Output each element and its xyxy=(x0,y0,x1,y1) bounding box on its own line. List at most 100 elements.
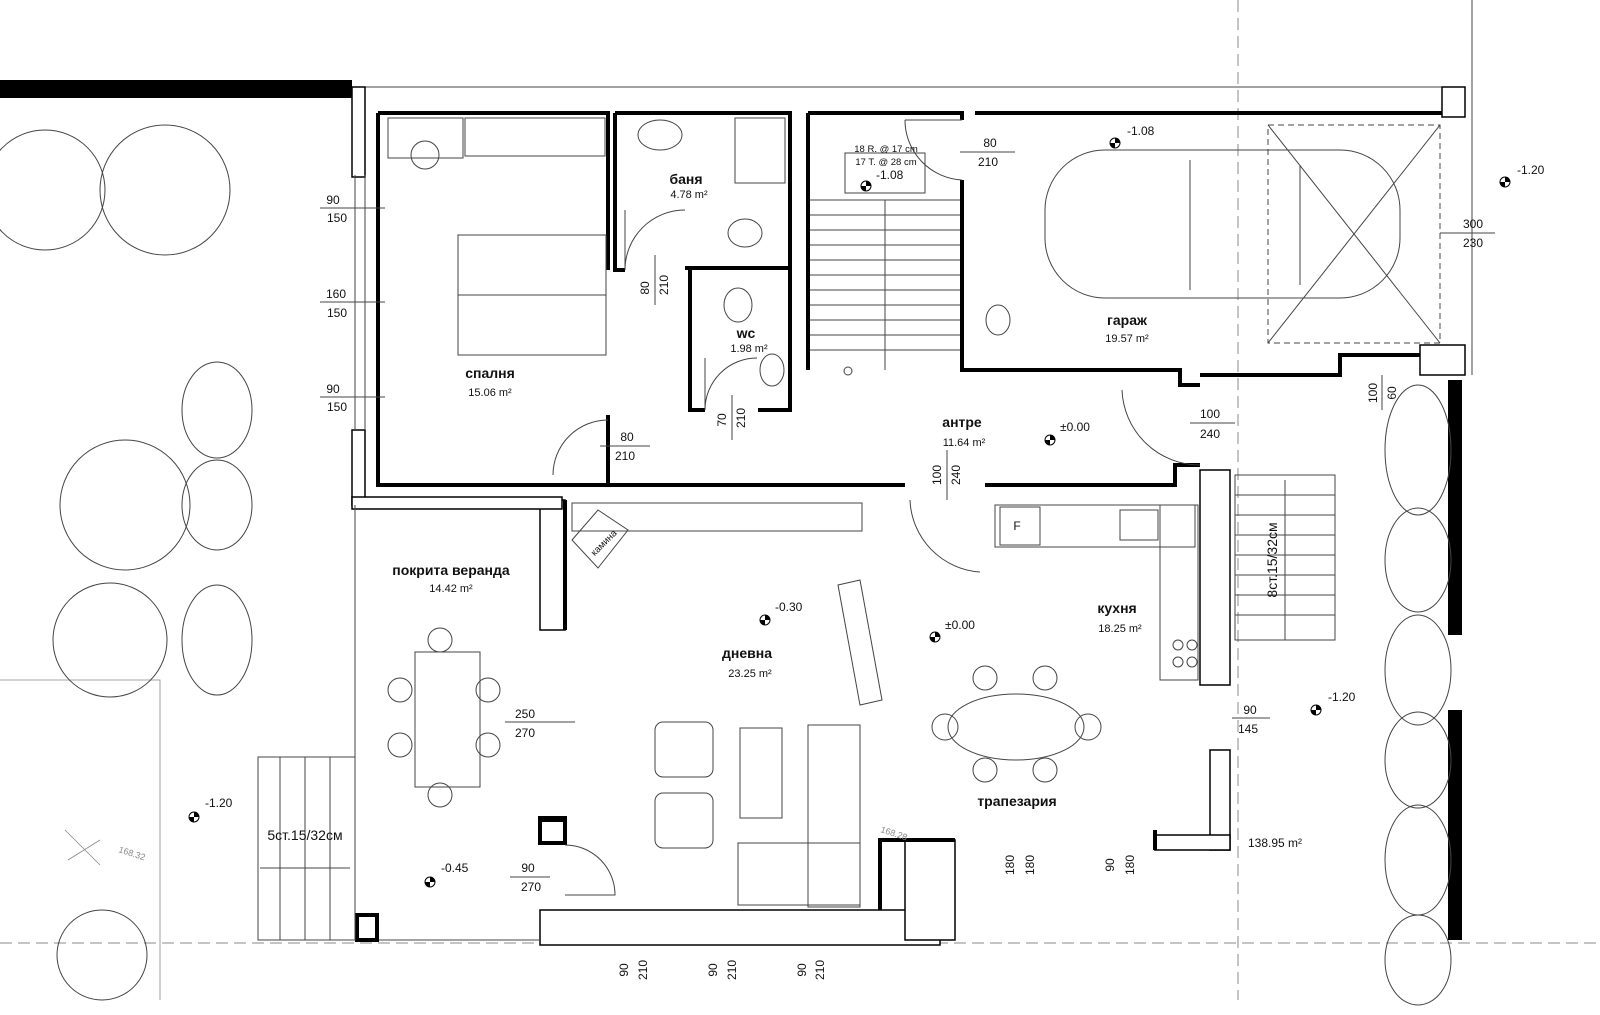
level-marker-left: -1.20 xyxy=(188,796,233,823)
door-swing xyxy=(1121,389,1201,466)
svg-text:100: 100 xyxy=(1200,407,1220,421)
door-swing xyxy=(909,499,981,573)
room-name-hall: антре xyxy=(942,414,982,430)
svg-text:160: 160 xyxy=(326,287,346,301)
svg-text:210: 210 xyxy=(657,275,671,295)
svg-text:80: 80 xyxy=(638,281,652,295)
svg-text:90: 90 xyxy=(1103,858,1117,872)
tree xyxy=(181,459,253,551)
svg-text:90: 90 xyxy=(706,963,720,977)
survey-point-1: 168.32 xyxy=(117,844,146,862)
svg-text:100: 100 xyxy=(1366,383,1380,403)
furniture xyxy=(387,117,1441,908)
tv-unit xyxy=(837,579,883,706)
svg-text:150: 150 xyxy=(327,211,347,225)
toilet xyxy=(723,287,753,323)
trees xyxy=(0,124,1452,1006)
tree xyxy=(56,909,148,1001)
fireplace xyxy=(571,509,629,569)
level-marker-right: -1.20 xyxy=(1310,690,1356,716)
svg-text:80: 80 xyxy=(620,430,634,444)
dining-table xyxy=(947,693,1085,761)
tree xyxy=(0,129,106,251)
tree xyxy=(1384,507,1452,613)
svg-text:90: 90 xyxy=(326,382,340,396)
svg-text:240: 240 xyxy=(1200,427,1220,441)
tree xyxy=(1384,711,1452,809)
svg-text:270: 270 xyxy=(515,726,535,740)
room-name-bathroom: баня xyxy=(669,171,702,187)
room-area-bathroom: 4.78 m² xyxy=(670,189,708,201)
main-staircase xyxy=(810,199,960,376)
svg-text:±0.00: ±0.00 xyxy=(1060,420,1090,434)
veranda-table xyxy=(414,651,481,788)
wardrobe xyxy=(464,117,606,157)
svg-text:-1.08: -1.08 xyxy=(1127,124,1155,138)
svg-text:270: 270 xyxy=(521,880,541,894)
level-marker-living: -0.30 xyxy=(759,600,803,626)
svg-text:210: 210 xyxy=(813,960,827,980)
tree xyxy=(181,584,253,696)
room-area-wc: 1.98 m² xyxy=(730,343,768,355)
room-area-kitchen: 18.25 m² xyxy=(1098,623,1142,635)
veranda-stair-label: 5ст.15/32см xyxy=(267,827,342,843)
svg-text:-1.20: -1.20 xyxy=(205,796,233,810)
svg-text:90: 90 xyxy=(521,861,535,875)
svg-text:180: 180 xyxy=(1023,855,1037,875)
svg-text:210: 210 xyxy=(978,155,998,169)
svg-text:210: 210 xyxy=(636,960,650,980)
stair-risers: 18 R. @ 17 cm xyxy=(854,144,918,155)
room-name-bedroom: спалня xyxy=(465,365,515,381)
level-marker-stairs: -1.08 xyxy=(860,168,904,192)
svg-text:-1.08: -1.08 xyxy=(876,168,904,182)
room-labels: спалня 15.06 m² баня 4.78 m² wc 1.98 m² … xyxy=(392,171,1149,809)
svg-text:240: 240 xyxy=(949,465,963,485)
room-name-dining: трапезария xyxy=(977,793,1056,809)
tree xyxy=(1384,914,1452,1006)
stair-treads: 17 T. @ 28 cm xyxy=(855,157,916,168)
room-area-veranda: 14.42 m² xyxy=(429,583,473,595)
tree xyxy=(1384,804,1452,916)
svg-text:180: 180 xyxy=(1003,855,1017,875)
svg-text:90: 90 xyxy=(1243,703,1257,717)
svg-text:±0.00: ±0.00 xyxy=(945,618,975,632)
tree xyxy=(52,582,168,698)
tree xyxy=(1384,384,1452,516)
shower xyxy=(734,117,786,184)
door-swing xyxy=(624,209,686,271)
room-area-living: 23.25 m² xyxy=(728,668,772,680)
kitchen-counter xyxy=(994,504,1196,548)
desk xyxy=(387,117,464,159)
svg-text:-0.45: -0.45 xyxy=(441,861,469,875)
room-name-living: дневна xyxy=(722,645,772,661)
level-marker-top-right: -1.20 xyxy=(1499,163,1545,188)
dimension-lines xyxy=(320,151,1495,878)
walls xyxy=(355,111,1442,942)
entry-staircase xyxy=(1234,474,1336,641)
door-swing xyxy=(552,419,609,476)
svg-text:145: 145 xyxy=(1238,722,1258,736)
svg-text:150: 150 xyxy=(327,400,347,414)
sofa xyxy=(807,724,861,908)
svg-text:90: 90 xyxy=(795,963,809,977)
tree xyxy=(59,439,191,571)
fridge-label: F xyxy=(1013,519,1020,533)
svg-text:90: 90 xyxy=(326,193,340,207)
svg-text:300: 300 xyxy=(1463,217,1483,231)
level-marker-hall: ±0.00 xyxy=(1044,420,1090,446)
doors xyxy=(552,119,1201,896)
coffee-table xyxy=(739,727,783,819)
room-area-hall: 11.64 m² xyxy=(943,437,986,449)
svg-text:150: 150 xyxy=(327,306,347,320)
veranda-staircase xyxy=(257,756,356,941)
room-name-wc: wc xyxy=(736,325,756,341)
entry-stair-label: 8ст.15/32см xyxy=(1264,522,1280,597)
toilet xyxy=(727,218,763,248)
door-swing xyxy=(904,119,963,181)
level-marker-veranda: -0.45 xyxy=(424,861,469,888)
svg-text:210: 210 xyxy=(615,449,635,463)
level-marker-kitchen: ±0.00 xyxy=(929,618,975,643)
room-area-garage: 19.57 m² xyxy=(1105,333,1149,345)
car xyxy=(1044,149,1401,299)
